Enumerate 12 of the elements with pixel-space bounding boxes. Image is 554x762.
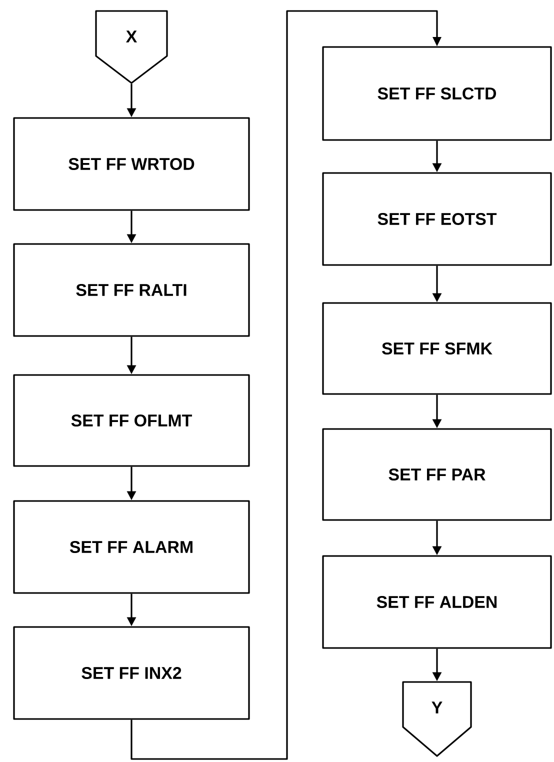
- process-box: SET FF EOTST: [322, 172, 552, 266]
- process-box: SET FF OFLMT: [13, 374, 250, 467]
- connector-pentagon: Y: [402, 681, 472, 757]
- process-box: SET FF INX2: [13, 626, 250, 720]
- process-box: SET FF SLCTD: [322, 46, 552, 141]
- process-box: SET FF WRTOD: [13, 117, 250, 211]
- connector-pentagon: X: [95, 10, 168, 84]
- process-box: SET FF SFMK: [322, 302, 552, 395]
- process-box: SET FF ALDEN: [322, 555, 552, 649]
- process-box: SET FF PAR: [322, 428, 552, 521]
- process-box: SET FF RALTI: [13, 243, 250, 337]
- process-box: SET FF ALARM: [13, 500, 250, 594]
